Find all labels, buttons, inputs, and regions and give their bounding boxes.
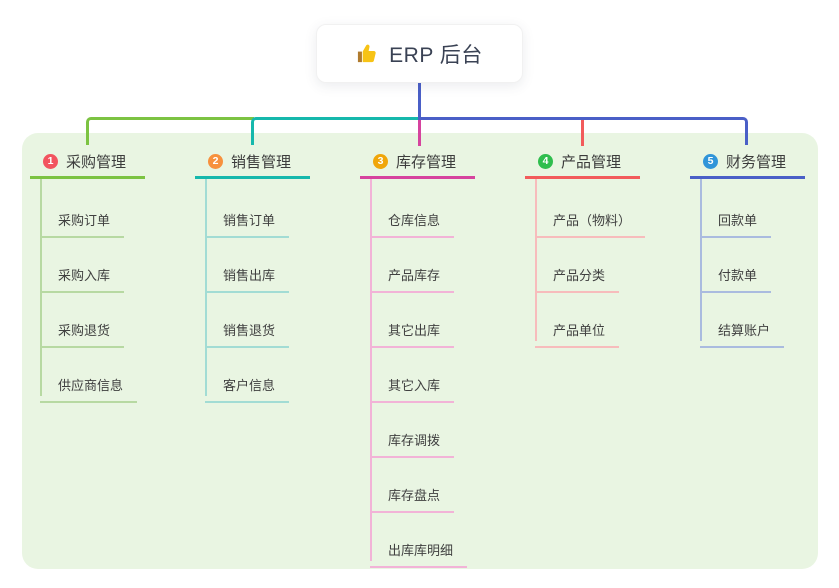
connector-branch-inventory [418,120,421,146]
branch-header-inventory[interactable]: 3 库存管理 [360,147,475,179]
node-outbound-detail[interactable]: 出库库明细 [370,523,468,568]
node-product-category[interactable]: 产品分类 [535,248,620,293]
connector-branch-purchase [86,117,254,145]
connector-branch-sales [251,117,419,145]
rail-product [535,179,537,341]
branch-label-finance: 财务管理 [726,154,787,171]
node-product-stock[interactable]: 产品库存 [370,248,455,293]
badge-number-2: 2 [208,154,223,169]
node-product-material[interactable]: 产品（物料） [535,193,646,238]
badge-number-3: 3 [373,154,388,169]
branch-header-sales[interactable]: 2 销售管理 [195,147,310,179]
connector-branch-finance [418,117,748,145]
node-other-outbound[interactable]: 其它出库 [370,303,455,348]
connector-branch-product [581,120,584,146]
branch-label-product: 产品管理 [561,154,622,171]
node-purchase-return[interactable]: 采购退货 [40,303,125,348]
node-supplier-info[interactable]: 供应商信息 [40,358,138,403]
node-purchase-inbound[interactable]: 采购入库 [40,248,125,293]
node-purchase-order[interactable]: 采购订单 [40,193,125,238]
branch-header-finance[interactable]: 5 财务管理 [690,147,805,179]
thumbs-up-icon [356,42,379,65]
badge-number-5: 5 [703,154,718,169]
branch-group-panel [22,133,818,569]
root-node-label: ERP 后台 [389,43,483,67]
rail-sales [205,179,207,396]
branch-label-purchase: 采购管理 [66,154,127,171]
rail-finance [700,179,702,341]
badge-number-4: 4 [538,154,553,169]
rail-inventory [370,179,372,561]
node-receipt-doc[interactable]: 回款单 [700,193,772,238]
connector-root-stem [418,83,421,120]
node-sales-outbound[interactable]: 销售出库 [205,248,290,293]
node-product-unit[interactable]: 产品单位 [535,303,620,348]
branch-label-inventory: 库存管理 [396,154,457,171]
node-stock-transfer[interactable]: 库存调拨 [370,413,455,458]
node-sales-order[interactable]: 销售订单 [205,193,290,238]
node-sales-return[interactable]: 销售退货 [205,303,290,348]
branch-label-sales: 销售管理 [231,154,292,171]
node-customer-info[interactable]: 客户信息 [205,358,290,403]
node-settlement-account[interactable]: 结算账户 [700,303,785,348]
root-node-erp[interactable]: ERP 后台 [316,24,523,83]
branch-header-purchase[interactable]: 1 采购管理 [30,147,145,179]
branch-header-product[interactable]: 4 产品管理 [525,147,640,179]
node-other-inbound[interactable]: 其它入库 [370,358,455,403]
node-stock-count[interactable]: 库存盘点 [370,468,455,513]
node-payment-doc[interactable]: 付款单 [700,248,772,293]
badge-number-1: 1 [43,154,58,169]
rail-purchase [40,179,42,396]
node-warehouse-info[interactable]: 仓库信息 [370,193,455,238]
